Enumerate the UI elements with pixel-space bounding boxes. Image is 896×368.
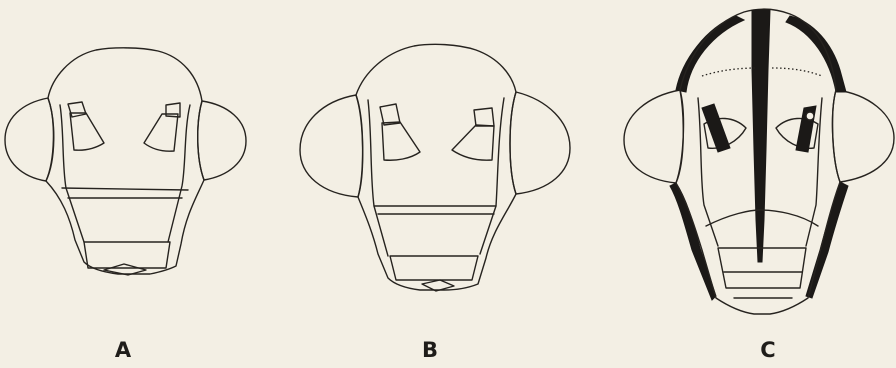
right-antenna-socket-ring-c [806,112,814,120]
head-drawing-b [300,44,570,291]
panel-label-a: A [103,338,143,362]
head-drawing-c [624,9,894,314]
right-scape-b [474,108,494,126]
head-capsule-b [356,44,516,290]
left-antennal-socket-b [382,122,420,160]
right-compound-eye-b [510,92,570,194]
left-antenna-scape-c [702,104,730,152]
right-antennal-socket-a [144,114,178,151]
left-black-margin-c [676,16,744,92]
frontoclypeal-line-a [62,188,188,190]
right-compound-eye-a [198,101,246,180]
right-black-margin-c [786,16,846,92]
panel-label-b: B [410,338,450,362]
left-lower-black-margin-c [670,183,716,300]
panel-label-c: C [748,338,788,362]
median-black-stripe-c [752,10,770,262]
right-genal-line-b [480,98,504,254]
left-compound-eye-a [5,98,53,181]
head-capsule-a [46,48,204,274]
left-scape-a [68,102,86,117]
right-antennal-socket-b [452,125,494,160]
left-antennal-socket-a [70,113,104,150]
right-compound-eye-c [833,90,894,182]
left-compound-eye-c [624,90,683,183]
left-compound-eye-b [300,95,363,197]
labrum-b [390,256,478,280]
head-drawing-a [5,48,246,275]
